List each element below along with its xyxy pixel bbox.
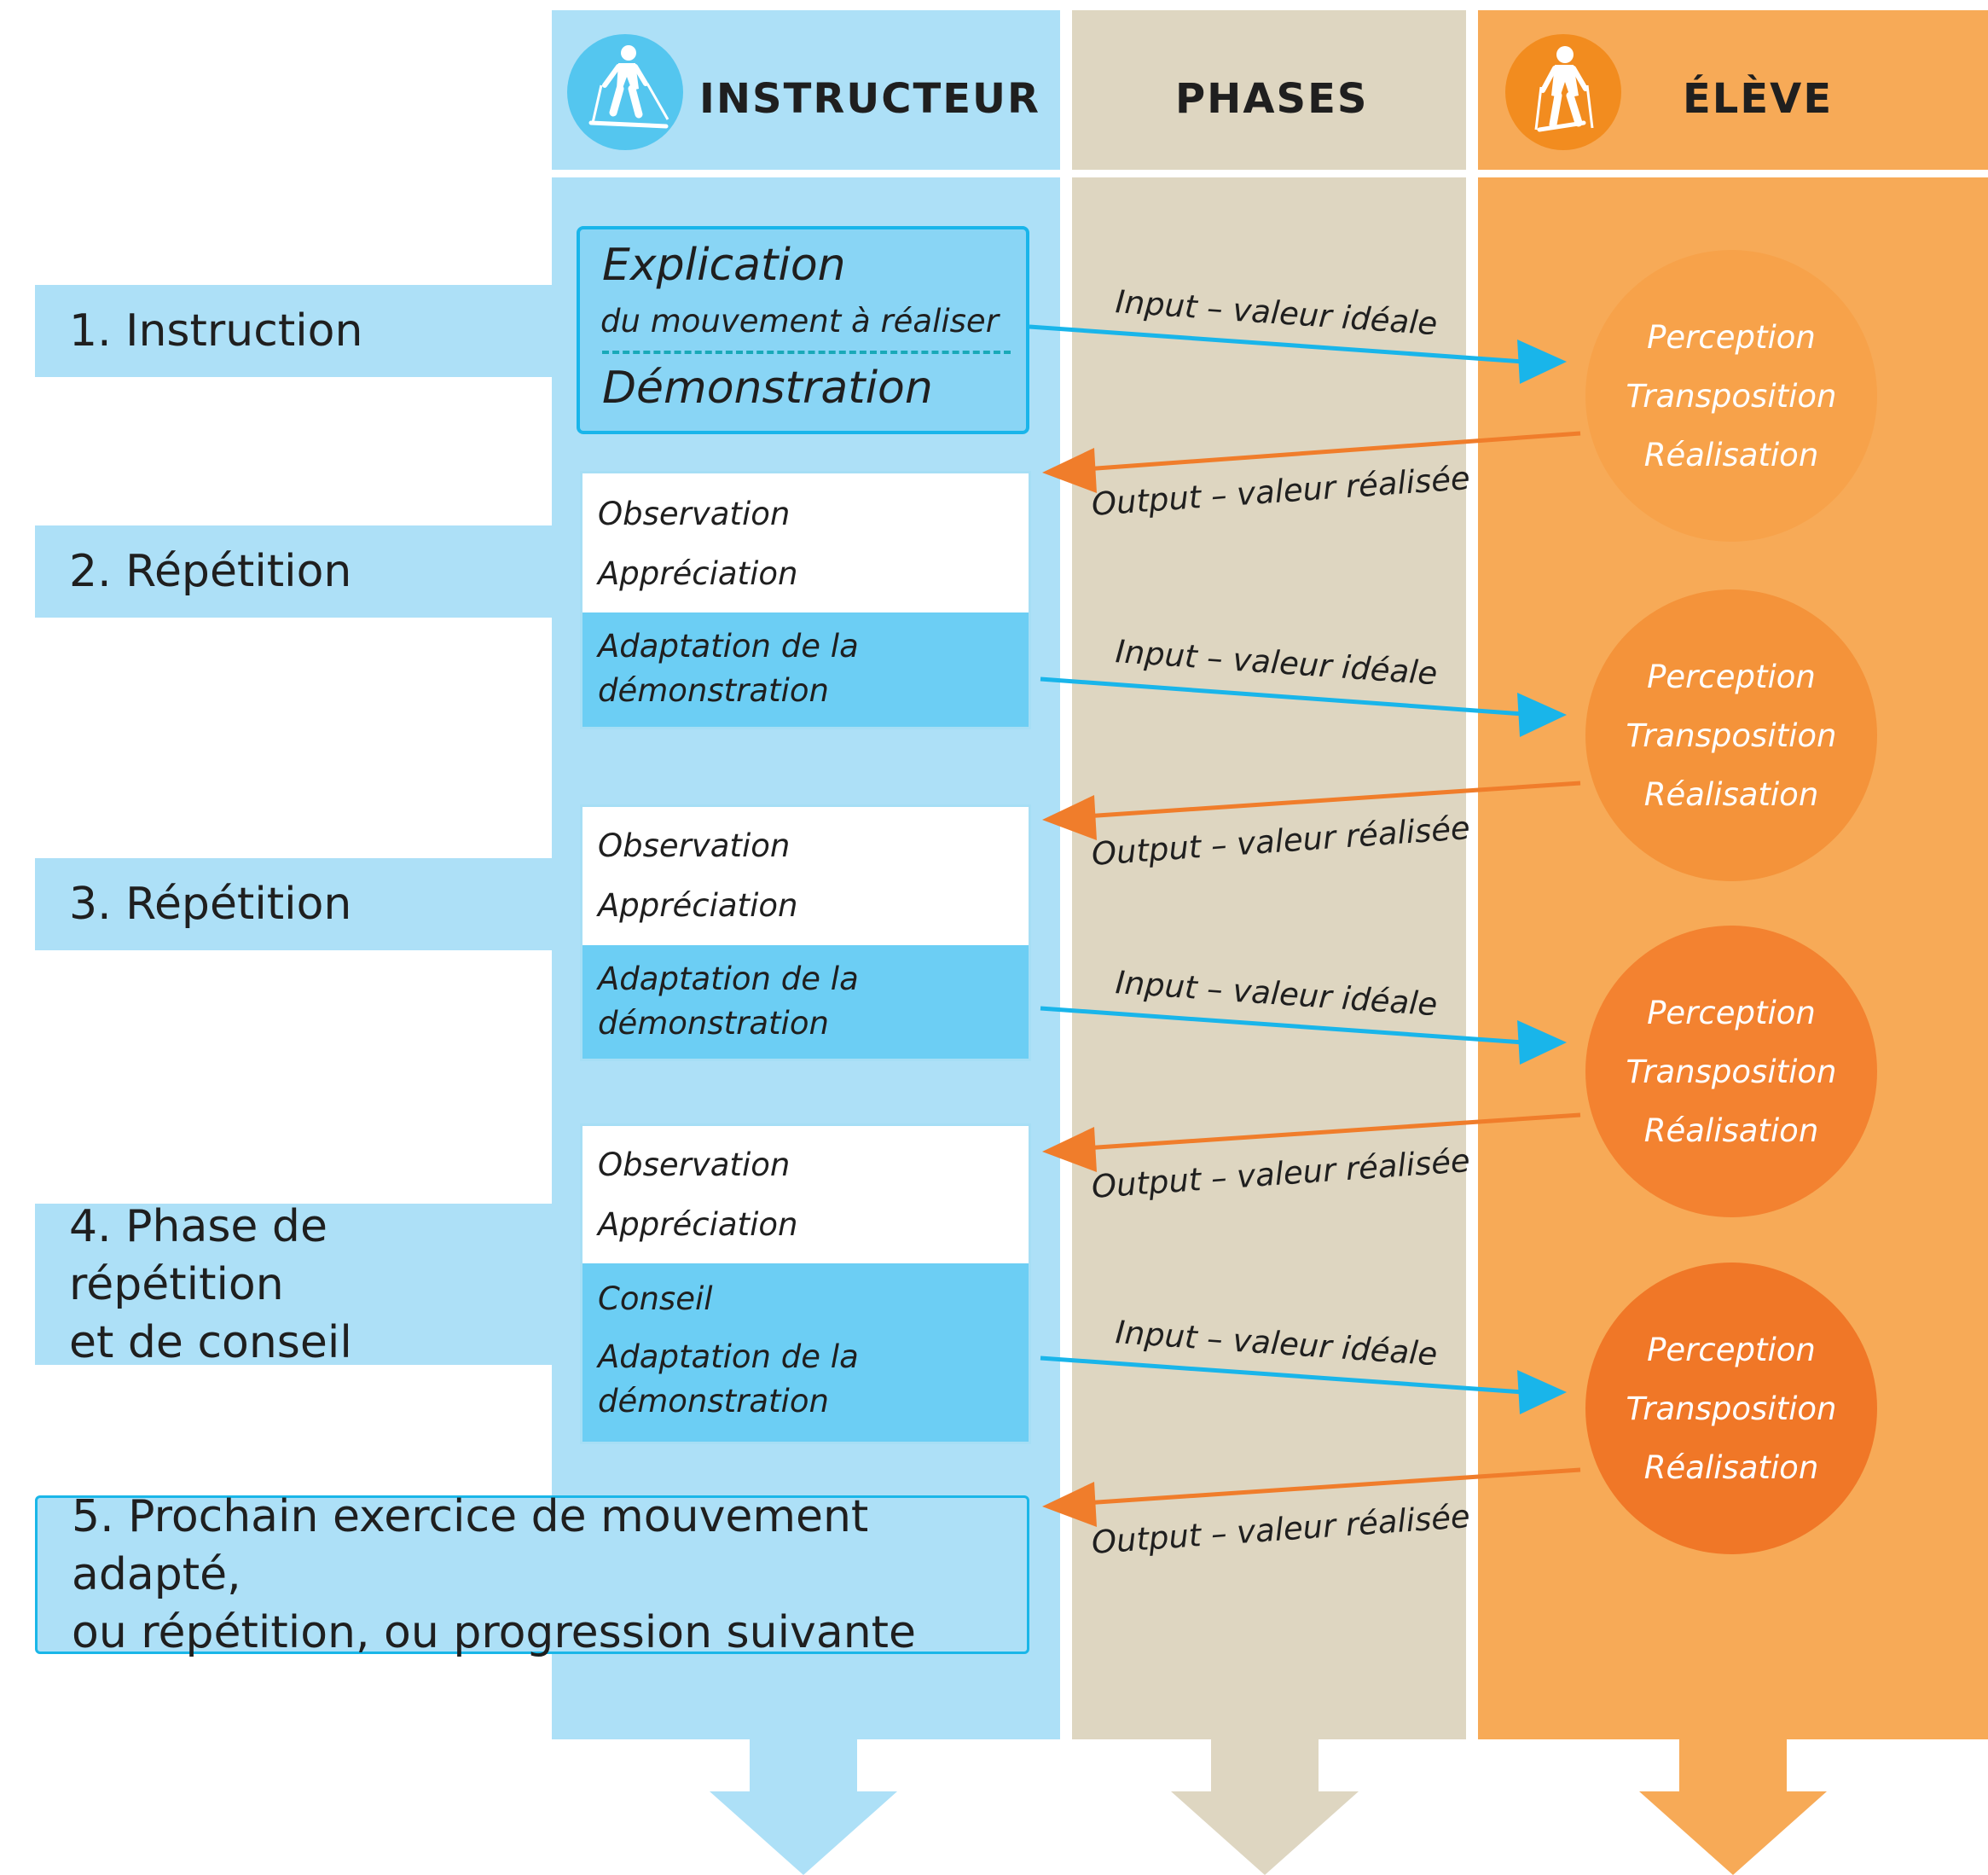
observation-text: Observation: [598, 827, 791, 864]
adaptation-line1: Adaptation de la: [598, 628, 859, 665]
instructeur-down-arrow: [710, 1739, 897, 1875]
instructor-box-2: Observation Appréciation Adaptation de l…: [580, 471, 1031, 729]
transposition-text: Transposition: [1626, 1053, 1837, 1090]
realisation-text: Réalisation: [1643, 1448, 1819, 1486]
phases-title: PHASES: [1175, 75, 1369, 123]
student-circle-1: Perception Transposition Réalisation: [1585, 250, 1877, 542]
step-5-text-line1: 5. Prochain exercice de mouvement adapté…: [72, 1491, 869, 1600]
adaptation-band: Adaptation de la démonstration: [582, 945, 1029, 1059]
adaptation-line1: Adaptation de la: [598, 961, 859, 997]
adaptation-line2: démonstration: [598, 1005, 829, 1042]
realisation-text: Réalisation: [1643, 775, 1819, 813]
instructor-box-3: Observation Appréciation Adaptation de l…: [580, 804, 1031, 1061]
phases-down-arrow: [1171, 1739, 1359, 1875]
step-3-label: 3. Répétition: [35, 858, 552, 950]
step-4-text-line1: 4. Phase de répétition: [69, 1200, 327, 1310]
student-circle-2: Perception Transposition Réalisation: [1585, 589, 1877, 881]
perception-text: Perception: [1647, 318, 1816, 356]
instructor-box-4: Observation Appréciation Conseil Adaptat…: [580, 1123, 1031, 1444]
step-3-text: 3. Répétition: [69, 879, 352, 930]
realisation-text: Réalisation: [1643, 436, 1819, 473]
appreciation-text: Appréciation: [598, 1206, 798, 1243]
realisation-text: Réalisation: [1643, 1112, 1819, 1149]
step-1-text: 1. Instruction: [69, 305, 363, 357]
perception-text: Perception: [1647, 1331, 1816, 1368]
adaptation-line2: démonstration: [598, 672, 829, 709]
conseil-line: Conseil: [598, 1280, 713, 1317]
skier-downhill-icon: [567, 34, 683, 150]
step-2-label: 2. Répétition: [35, 525, 552, 618]
perception-text: Perception: [1647, 658, 1816, 695]
eleve-title: ÉLÈVE: [1683, 75, 1834, 123]
explication-title: Explication: [602, 240, 846, 291]
step-4-label: 4. Phase de répétition et de conseil: [35, 1201, 552, 1368]
eleve-down-arrow: [1639, 1739, 1827, 1875]
student-circle-3: Perception Transposition Réalisation: [1585, 926, 1877, 1217]
step-1-label: 1. Instruction: [35, 285, 552, 377]
appreciation-text: Appréciation: [598, 555, 798, 592]
perception-text: Perception: [1647, 994, 1816, 1031]
transposition-text: Transposition: [1626, 1390, 1837, 1427]
demonstration-title: Démonstration: [602, 363, 933, 414]
adaptation-band: Adaptation de la démonstration: [582, 612, 1029, 727]
step-5-box: 5. Prochain exercice de mouvement adapté…: [35, 1491, 1029, 1658]
observation-text: Observation: [598, 496, 791, 532]
transposition-text: Transposition: [1626, 717, 1837, 754]
explication-subtitle: du mouvement à réaliser: [600, 303, 999, 340]
skier-walking-icon: [1505, 34, 1621, 150]
adaptation-line2: démonstration: [598, 1383, 829, 1419]
phases-column: [1072, 10, 1466, 1739]
step-4-text-line2: et de conseil: [69, 1316, 352, 1368]
step-5-text-line2: ou répétition, ou progression suivante: [72, 1607, 917, 1658]
explication-box: Explication du mouvement à réaliser Démo…: [577, 226, 1029, 434]
explication-divider: [602, 351, 1011, 354]
adaptation-line1: Adaptation de la: [598, 1338, 859, 1375]
step-2-text: 2. Répétition: [69, 546, 352, 597]
conseil-band: Conseil Adaptation de la démonstration: [582, 1263, 1029, 1442]
instructeur-title: INSTRUCTEUR: [699, 75, 1040, 123]
transposition-text: Transposition: [1626, 377, 1837, 415]
appreciation-text: Appréciation: [598, 887, 798, 924]
student-circle-4: Perception Transposition Réalisation: [1585, 1263, 1877, 1554]
observation-text: Observation: [598, 1146, 791, 1183]
header-divider: [546, 170, 1988, 177]
